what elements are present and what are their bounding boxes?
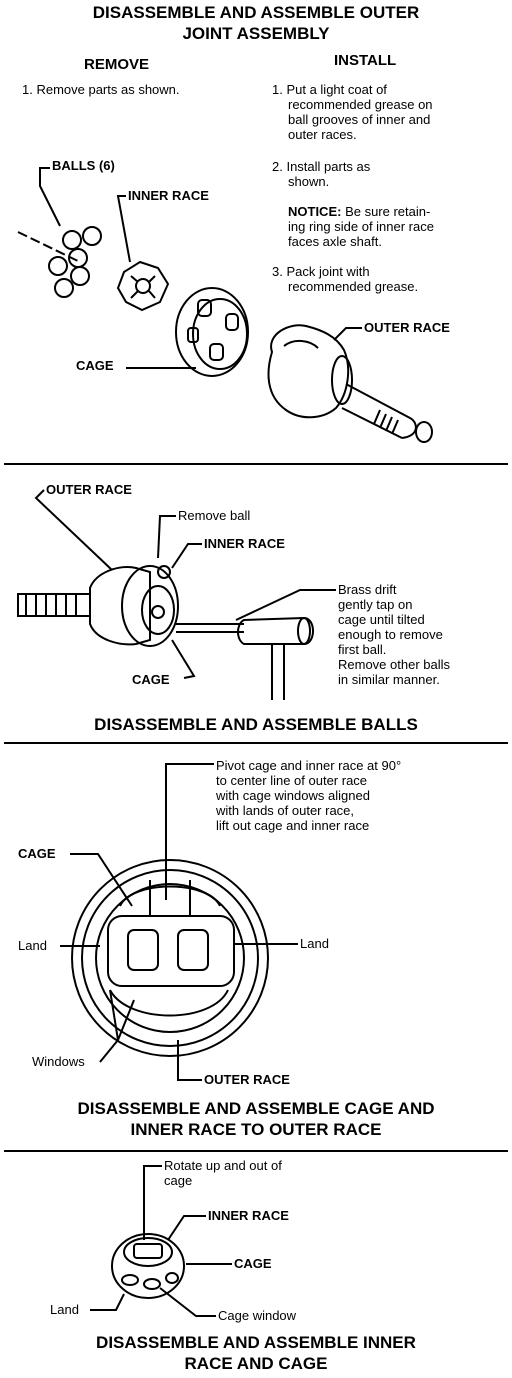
install-step-1-line4: outer races. bbox=[288, 127, 357, 142]
label-outer-race-3: OUTER RACE bbox=[204, 1072, 290, 1087]
ball-5 bbox=[70, 266, 90, 286]
install-step-1-line1: 1. Put a light coat of bbox=[272, 82, 387, 97]
pivot-note: Pivot cage and inner race at 90° to cent… bbox=[216, 758, 401, 833]
section2-title: DISASSEMBLE AND ASSEMBLE BALLS bbox=[94, 715, 418, 734]
label-land-4: Land bbox=[50, 1302, 79, 1317]
drift-line5: first ball. bbox=[338, 642, 387, 657]
brass-drift-note: Brass drift gently tap on cage until til… bbox=[338, 582, 450, 687]
notice-label: NOTICE: bbox=[288, 204, 342, 219]
cage-front bbox=[107, 915, 235, 987]
hammer-handle bbox=[271, 644, 285, 700]
section3-title-line2: INNER RACE TO OUTER RACE bbox=[130, 1120, 382, 1139]
section4-title-line1: DISASSEMBLE AND ASSEMBLE INNER bbox=[96, 1333, 416, 1352]
label-inner-race-4: INNER RACE bbox=[208, 1208, 289, 1223]
drift-line6: Remove other balls bbox=[338, 657, 450, 672]
section1-title-line2: JOINT ASSEMBLY bbox=[182, 24, 330, 43]
remove-step-1: 1. Remove parts as shown. bbox=[22, 82, 180, 97]
label-land-left: Land bbox=[18, 938, 47, 953]
divider-3 bbox=[4, 1150, 508, 1152]
label-cage-4: CAGE bbox=[234, 1256, 272, 1271]
pivot-line3: with cage windows aligned bbox=[216, 788, 370, 803]
label-cage-window: Cage window bbox=[218, 1308, 297, 1323]
section4-title-line2: RACE AND CAGE bbox=[184, 1354, 328, 1373]
pivot-line4: with lands of outer race, bbox=[216, 803, 355, 818]
drift-line7: in similar manner. bbox=[338, 672, 440, 687]
label-windows: Windows bbox=[32, 1054, 85, 1069]
exploded-joint-illustration bbox=[17, 167, 433, 443]
label-cage-1: CAGE bbox=[76, 358, 114, 373]
install-step-1-line3: ball grooves of inner and bbox=[288, 112, 431, 127]
notice-text-line1: Be sure retain- bbox=[341, 204, 431, 219]
cage-body bbox=[175, 287, 249, 377]
label-outer-race-2: OUTER RACE bbox=[46, 482, 132, 497]
pivot-line5: lift out cage and inner race bbox=[216, 818, 370, 833]
section3-title: DISASSEMBLE AND ASSEMBLE CAGE AND INNER … bbox=[0, 1098, 512, 1140]
label-cage-2: CAGE bbox=[132, 672, 170, 687]
drift-line1: Brass drift bbox=[338, 582, 397, 597]
drift-line3: cage until tilted bbox=[338, 612, 425, 627]
ball-removal-illustration bbox=[17, 489, 336, 700]
label-inner-race-1: INNER RACE bbox=[128, 188, 209, 203]
install-step-2-line2: shown. bbox=[288, 174, 330, 189]
rotate-note: Rotate up and out of cage bbox=[164, 1158, 282, 1188]
label-remove-ball: Remove ball bbox=[178, 508, 251, 523]
install-step-2: 2. Install parts as shown. bbox=[272, 159, 370, 189]
install-step-3-line2: recommended grease. bbox=[288, 279, 419, 294]
pivot-line2: to center line of outer race bbox=[216, 773, 368, 788]
install-step-3: 3. Pack joint with recommended grease. bbox=[272, 264, 418, 294]
label-balls: BALLS (6) bbox=[52, 158, 115, 173]
ball-2 bbox=[82, 226, 102, 246]
cage-sphere bbox=[111, 1233, 185, 1299]
ball-1 bbox=[62, 230, 82, 250]
cage-window-right bbox=[177, 929, 209, 971]
label-inner-race-2: INNER RACE bbox=[204, 536, 285, 551]
drift-line4: enough to remove bbox=[338, 627, 443, 642]
install-step-3-line1: 3. Pack joint with bbox=[272, 264, 370, 279]
cage-window-left bbox=[127, 929, 159, 971]
drift-line2: gently tap on bbox=[338, 597, 413, 612]
pivot-line1: Pivot cage and inner race at 90° bbox=[216, 758, 402, 773]
divider-2 bbox=[4, 742, 508, 744]
outer-race-side bbox=[89, 566, 151, 646]
brass-drift bbox=[176, 623, 244, 633]
rotate-line1: Rotate up and out of bbox=[164, 1158, 282, 1173]
install-step-1: 1. Put a light coat of recommended greas… bbox=[272, 82, 433, 142]
notice-line2: ing ring side of inner race bbox=[288, 219, 434, 234]
remove-header: REMOVE bbox=[84, 56, 150, 73]
inner-race-cage-illustration bbox=[90, 1165, 232, 1317]
section1-title: DISASSEMBLE AND ASSEMBLE OUTER JOINT ASS… bbox=[0, 2, 512, 44]
ball-4 bbox=[48, 256, 68, 276]
divider-1 bbox=[4, 463, 508, 465]
install-step-2-line1: 2. Install parts as bbox=[272, 159, 371, 174]
install-header: INSTALL bbox=[334, 52, 397, 69]
section1-title-line1: DISASSEMBLE AND ASSEMBLE OUTER bbox=[92, 3, 420, 22]
notice: NOTICE: Be sure retain- ing ring side of… bbox=[288, 204, 434, 249]
inner-race-body bbox=[116, 260, 170, 312]
notice-line1: NOTICE: Be sure retain- bbox=[288, 204, 434, 219]
outer-race-outer-ring bbox=[71, 859, 269, 1057]
section3-title-line1: DISASSEMBLE AND ASSEMBLE CAGE AND bbox=[77, 1099, 435, 1118]
notice-line3: faces axle shaft. bbox=[288, 234, 382, 249]
rotate-line2: cage bbox=[164, 1173, 193, 1188]
label-outer-race-1: OUTER RACE bbox=[364, 320, 450, 335]
label-cage-3: CAGE bbox=[18, 846, 56, 861]
install-step-1-line2: recommended grease on bbox=[288, 97, 433, 112]
label-land-right: Land bbox=[300, 936, 329, 951]
ball-6 bbox=[54, 278, 74, 298]
section4-title: DISASSEMBLE AND ASSEMBLE INNER RACE AND … bbox=[0, 1332, 512, 1374]
cage-removal-illustration bbox=[60, 763, 298, 1081]
